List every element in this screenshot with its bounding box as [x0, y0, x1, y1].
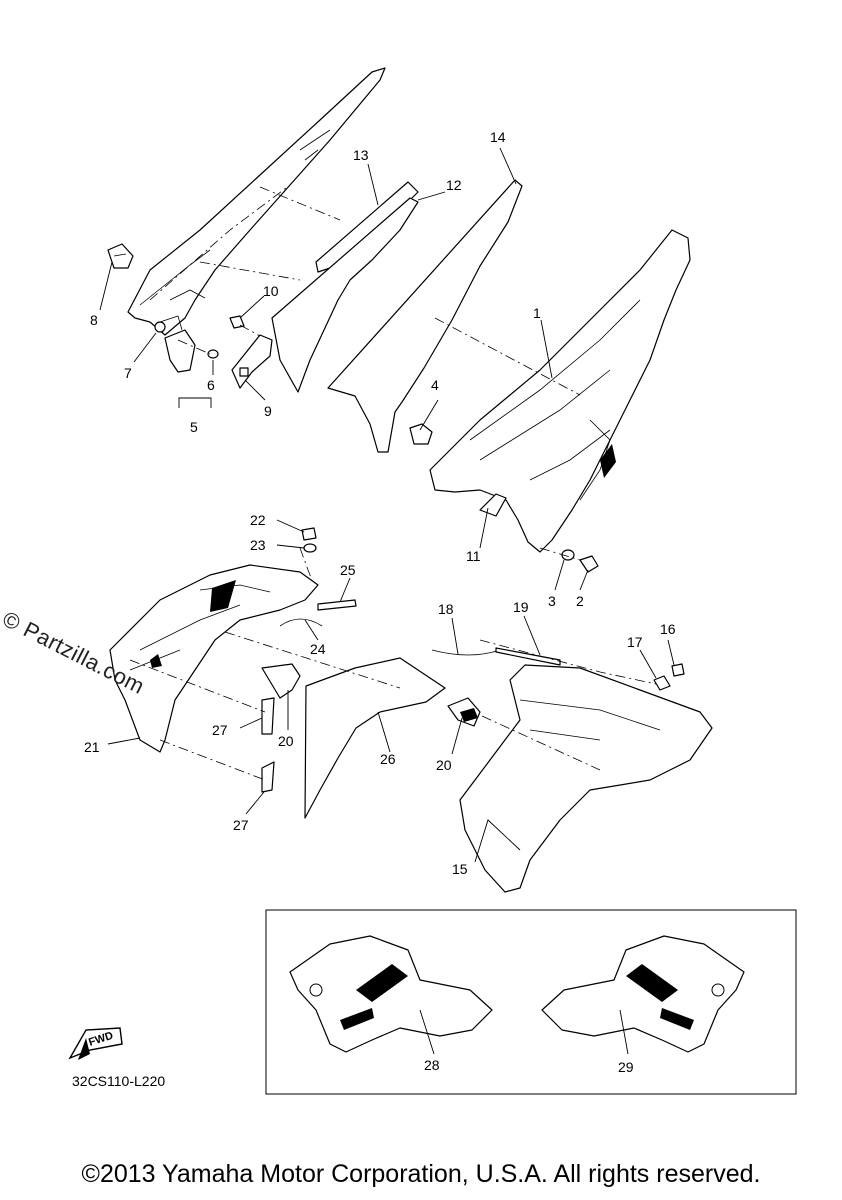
callout-leaders	[99, 147, 675, 1055]
callout-15: 15	[452, 861, 468, 877]
panel-part-12	[271, 197, 419, 393]
left-side-cover-upper	[127, 67, 386, 373]
bracket-part-9	[231, 334, 273, 389]
assembly-lines-lower-right	[479, 639, 657, 771]
assembly-lines-upper-left	[149, 184, 341, 355]
decal-inset	[265, 909, 797, 1095]
tab-part-11	[479, 493, 507, 517]
strip-part-18	[431, 649, 501, 656]
callout-28: 28	[424, 1057, 440, 1073]
strip-part-24	[279, 618, 323, 627]
strip-part-19	[495, 647, 561, 666]
callout-7: 7	[124, 365, 132, 381]
callout-24: 24	[310, 641, 326, 657]
callout-21: 21	[84, 739, 100, 755]
callout-23: 23	[250, 537, 266, 553]
callout-20-left: 20	[278, 733, 294, 749]
callout-18: 18	[438, 601, 454, 617]
callout-27-lower: 27	[233, 817, 249, 833]
callout-2: 2	[576, 593, 584, 609]
clip-part-8	[107, 243, 134, 269]
strip-part-25	[317, 599, 357, 611]
callout-3: 3	[548, 593, 556, 609]
decal-part-27-upper	[261, 697, 275, 735]
callout-20-right: 20	[436, 757, 452, 773]
callout-25: 25	[340, 562, 356, 578]
bolt-part-2	[579, 555, 599, 573]
collar-part-6	[207, 349, 219, 359]
bolt-part-16	[671, 663, 685, 677]
cover-part-21	[109, 564, 319, 753]
fwd-arrow-icon: FWD	[68, 1027, 123, 1060]
copyright-notice: ©2013 Yamaha Motor Corporation, U.S.A. A…	[81, 1160, 761, 1188]
tab-part-20-left	[261, 663, 301, 699]
panel-part-14	[327, 179, 523, 453]
callout-22: 22	[250, 512, 266, 528]
callout-29: 29	[618, 1059, 634, 1075]
callout-4: 4	[431, 377, 439, 393]
clip-part-4	[409, 423, 433, 445]
screw-part-22	[301, 527, 317, 541]
decal-part-27-lower	[261, 761, 275, 793]
callout-27-upper: 27	[212, 722, 228, 738]
assembly-lines-lower-left	[129, 547, 401, 781]
drawing-code: 32CS110-L220	[72, 1073, 166, 1089]
callout-10: 10	[263, 283, 279, 299]
assembly-lines-upper-right	[434, 317, 581, 561]
callout-26: 26	[380, 751, 396, 767]
decal-part-29	[541, 935, 745, 1053]
callout-8: 8	[90, 312, 98, 328]
callout-9: 9	[264, 403, 272, 419]
callout-12: 12	[446, 177, 462, 193]
cover-part-15	[459, 664, 713, 893]
callout-17: 17	[627, 634, 643, 650]
callout-19: 19	[513, 599, 529, 615]
callout-numbers: 1 2 3 4 5 6 7 8 9 10 11 12 13 14 15 16 1…	[84, 129, 676, 1075]
bolt-part-7	[154, 321, 166, 333]
callout-1: 1	[533, 305, 541, 321]
panel-part-26	[304, 657, 446, 819]
washer-part-23	[303, 543, 317, 553]
tab-part-20-right	[447, 697, 481, 727]
callout-11: 11	[466, 548, 481, 564]
callout-16: 16	[660, 621, 676, 637]
callout-13: 13	[353, 147, 369, 163]
callout-6: 6	[207, 377, 215, 393]
callout-5: 5	[190, 419, 198, 435]
callout-14: 14	[490, 129, 506, 145]
decal-part-28	[289, 935, 493, 1053]
clip-part-17	[653, 675, 671, 691]
